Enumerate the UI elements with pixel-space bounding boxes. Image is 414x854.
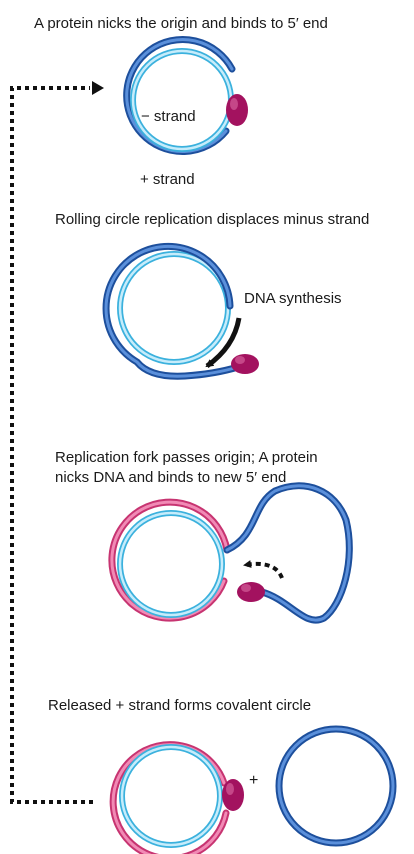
plus-sign: + — [249, 772, 259, 789]
step-3-diagram — [108, 482, 353, 624]
minus-strand-circle — [117, 251, 231, 365]
dna-synthesis-arrow — [205, 317, 242, 369]
dna-synthesis-label: DNA synthesis — [244, 290, 342, 307]
a-protein — [237, 582, 265, 602]
minus-strand-label: − strand — [141, 108, 196, 125]
minus-strand-circle — [117, 510, 225, 618]
step-1-diagram — [123, 36, 248, 156]
released-plus-strand-circle — [275, 725, 397, 847]
plus-strand-label: + strand — [140, 171, 195, 188]
step-2-diagram — [102, 242, 259, 380]
step-4-caption: Released + strand forms covalent circle — [48, 697, 312, 714]
step-3-caption: Replication fork passes origin; A protei… — [55, 449, 318, 486]
step-1-caption: A protein nicks the origin and binds to … — [34, 15, 328, 32]
minus-strand-circle — [130, 48, 234, 152]
cycle-return-arrow — [10, 81, 104, 804]
plus-strand-loop — [223, 482, 353, 624]
a-protein — [231, 354, 259, 374]
step-2-caption: Rolling circle replication displaces min… — [55, 211, 370, 228]
a-protein — [222, 779, 244, 811]
step-4-diagram — [109, 725, 397, 854]
minus-strand-circle — [119, 744, 223, 848]
a-protein — [226, 94, 248, 126]
nick-arrow — [243, 560, 284, 579]
plus-strand-displaced — [102, 242, 242, 380]
